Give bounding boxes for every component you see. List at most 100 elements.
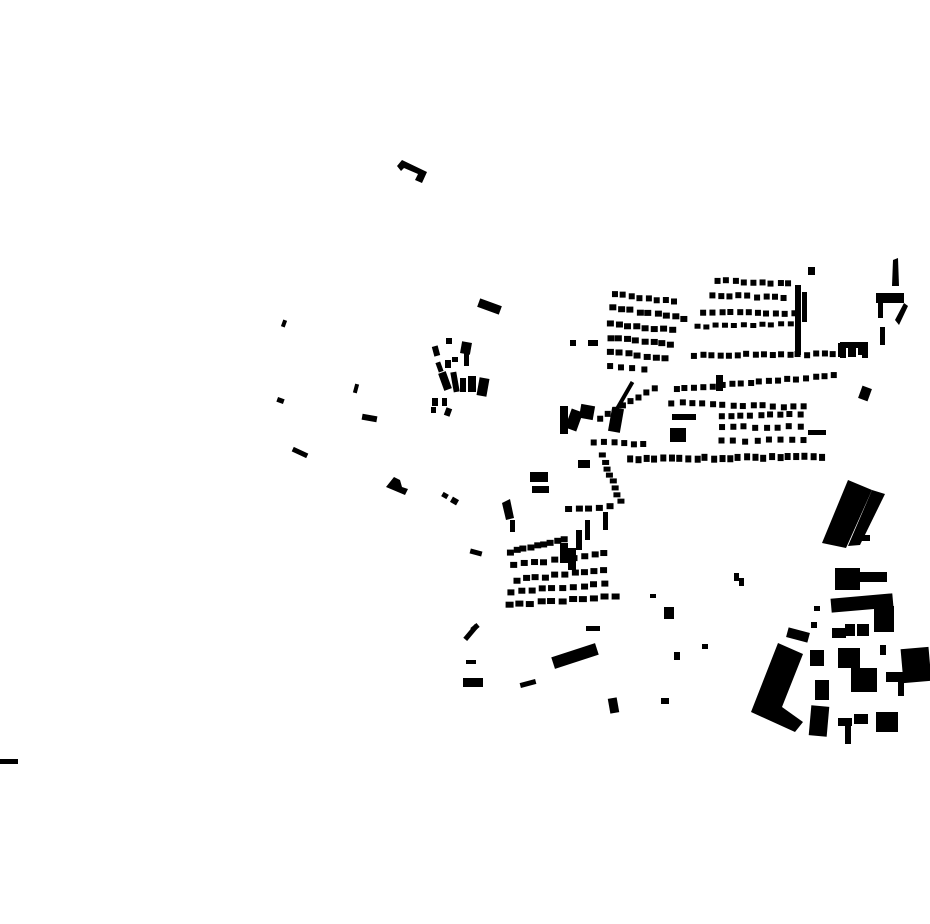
building [880, 645, 886, 655]
building [664, 607, 674, 619]
building [900, 646, 930, 684]
building [810, 453, 817, 461]
building [750, 402, 757, 409]
building [619, 402, 626, 409]
building [790, 403, 797, 410]
building [595, 504, 603, 511]
building [730, 323, 737, 329]
building [654, 310, 662, 317]
building [558, 598, 567, 605]
building [672, 313, 680, 320]
building [730, 423, 737, 430]
building [636, 309, 644, 316]
building [780, 404, 787, 411]
building [611, 593, 620, 600]
building [765, 436, 772, 443]
building [702, 644, 708, 649]
building [630, 441, 637, 448]
building [777, 411, 784, 418]
building [650, 338, 658, 345]
building [743, 350, 750, 357]
building [728, 413, 735, 420]
building [628, 293, 635, 300]
building [752, 424, 759, 431]
building [386, 477, 408, 495]
building [670, 298, 677, 305]
building [719, 455, 726, 463]
building [611, 291, 618, 298]
building [442, 398, 447, 406]
building [643, 353, 651, 360]
building [744, 453, 751, 461]
building [808, 430, 826, 435]
building [660, 454, 667, 462]
building [784, 453, 791, 461]
building [625, 350, 633, 357]
building [800, 403, 807, 410]
building [438, 371, 452, 391]
building [739, 403, 746, 410]
building [851, 668, 877, 692]
building [778, 351, 785, 358]
building [441, 491, 449, 500]
building [725, 352, 732, 359]
building [739, 578, 744, 586]
building [754, 309, 761, 316]
building [568, 548, 576, 570]
building [802, 292, 807, 322]
building [443, 407, 453, 417]
building [650, 594, 656, 598]
building [727, 455, 734, 463]
building [740, 423, 747, 430]
building [765, 377, 772, 384]
building [669, 326, 677, 333]
building [644, 309, 652, 316]
building [774, 424, 781, 431]
building [813, 373, 820, 380]
building [581, 583, 589, 590]
building [645, 295, 652, 302]
building [708, 352, 715, 359]
building [636, 295, 643, 302]
building [640, 440, 647, 447]
building [791, 310, 798, 317]
building [627, 398, 634, 405]
building [734, 453, 741, 461]
building [538, 585, 546, 592]
building [767, 322, 774, 328]
building [519, 545, 527, 552]
building [755, 378, 762, 385]
building [712, 322, 719, 328]
building [651, 455, 658, 463]
building [777, 280, 784, 287]
building [276, 396, 285, 405]
building [668, 400, 675, 407]
building [722, 277, 729, 284]
building [786, 411, 793, 418]
building [450, 371, 460, 393]
building [786, 627, 810, 643]
building [835, 568, 860, 590]
building [617, 364, 624, 371]
building [607, 363, 614, 370]
building [821, 373, 828, 380]
building [635, 394, 642, 401]
building [718, 413, 725, 420]
building [540, 559, 548, 566]
building [581, 553, 589, 560]
building [515, 600, 524, 607]
building [618, 306, 626, 313]
building [609, 478, 617, 484]
building [857, 624, 869, 636]
building [607, 697, 620, 714]
building [784, 375, 791, 382]
building [718, 437, 725, 444]
building [673, 386, 680, 393]
building [661, 698, 669, 704]
building [880, 327, 885, 345]
building [651, 385, 658, 392]
building [730, 402, 737, 409]
building [767, 280, 774, 287]
buildings-layer [0, 160, 930, 764]
